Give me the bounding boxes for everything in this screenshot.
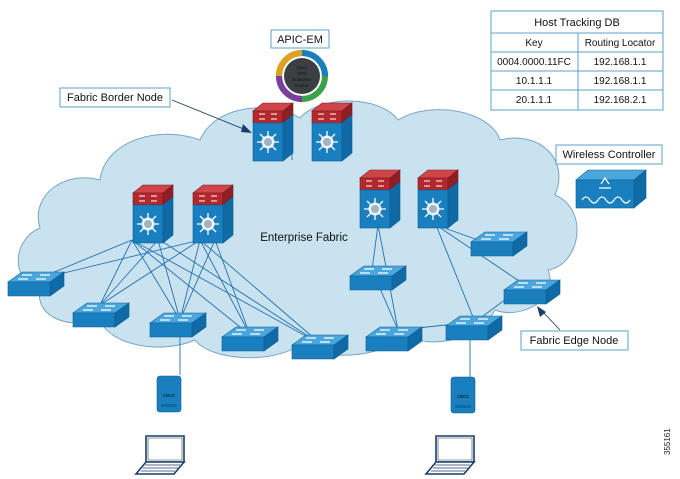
table-cell: 192.168.1.1 xyxy=(594,76,647,87)
enterprise-fabric-label: Enterprise Fabric xyxy=(260,232,348,244)
phone-brand-label: cisco xyxy=(457,394,469,400)
wireless-controller-device xyxy=(575,169,647,209)
border-node-1 xyxy=(252,102,294,162)
edge-node-label: Fabric Edge Node xyxy=(530,335,619,347)
edge-node-callout: Fabric Edge Node xyxy=(520,330,629,351)
core-switch-2 xyxy=(192,184,234,244)
enterprise-fabric-cloud xyxy=(17,100,578,359)
apic-em-label: APIC-EM xyxy=(277,34,323,46)
border-node-pointer xyxy=(171,99,252,133)
figure-id: 355161 xyxy=(663,428,672,455)
border-node-callout: Fabric Border Node xyxy=(59,87,171,108)
apic-logo-line-2: APIC xyxy=(297,71,307,76)
laptop-2 xyxy=(425,435,475,475)
table-cell: 192.168.1.1 xyxy=(594,57,647,68)
core-switch-4 xyxy=(417,169,459,229)
table-cell: 10.1.1.1 xyxy=(516,76,553,87)
ip-phone-2: cisco xyxy=(450,376,476,414)
core-switch-1 xyxy=(132,184,174,244)
border-node-label: Fabric Border Node xyxy=(67,92,163,104)
apic-em-logo: Cisco APIC Enterprise Module xyxy=(276,50,328,102)
apic-logo-line-3: Enterprise xyxy=(292,77,312,82)
ip-phone-1: cisco xyxy=(156,375,182,413)
apic-logo-line-1: Cisco xyxy=(297,65,308,70)
table-title: Host Tracking DB xyxy=(534,17,620,29)
apic-em-callout: APIC-EM xyxy=(270,29,330,49)
laptop-1 xyxy=(135,435,185,475)
wireless-controller-label: Wireless Controller xyxy=(563,149,656,161)
network-links xyxy=(34,115,526,377)
border-node-2 xyxy=(311,102,353,162)
core-switch-3 xyxy=(359,169,401,229)
table-header-key: Key xyxy=(525,38,542,49)
table-cell: 20.1.1.1 xyxy=(516,95,553,106)
wireless-controller-callout: Wireless Controller xyxy=(555,144,663,165)
apic-logo-line-4: Module xyxy=(295,83,309,88)
host-tracking-db-table: Host Tracking DB Key Routing Locator 000… xyxy=(490,10,664,111)
phone-brand-label: cisco xyxy=(163,393,175,399)
table-header-routing-locator: Routing Locator xyxy=(585,38,656,49)
table-cell: 0004.0000.11FC xyxy=(497,57,571,68)
edge-node-pointer xyxy=(537,306,561,331)
table-cell: 192.168.2.1 xyxy=(594,95,647,106)
